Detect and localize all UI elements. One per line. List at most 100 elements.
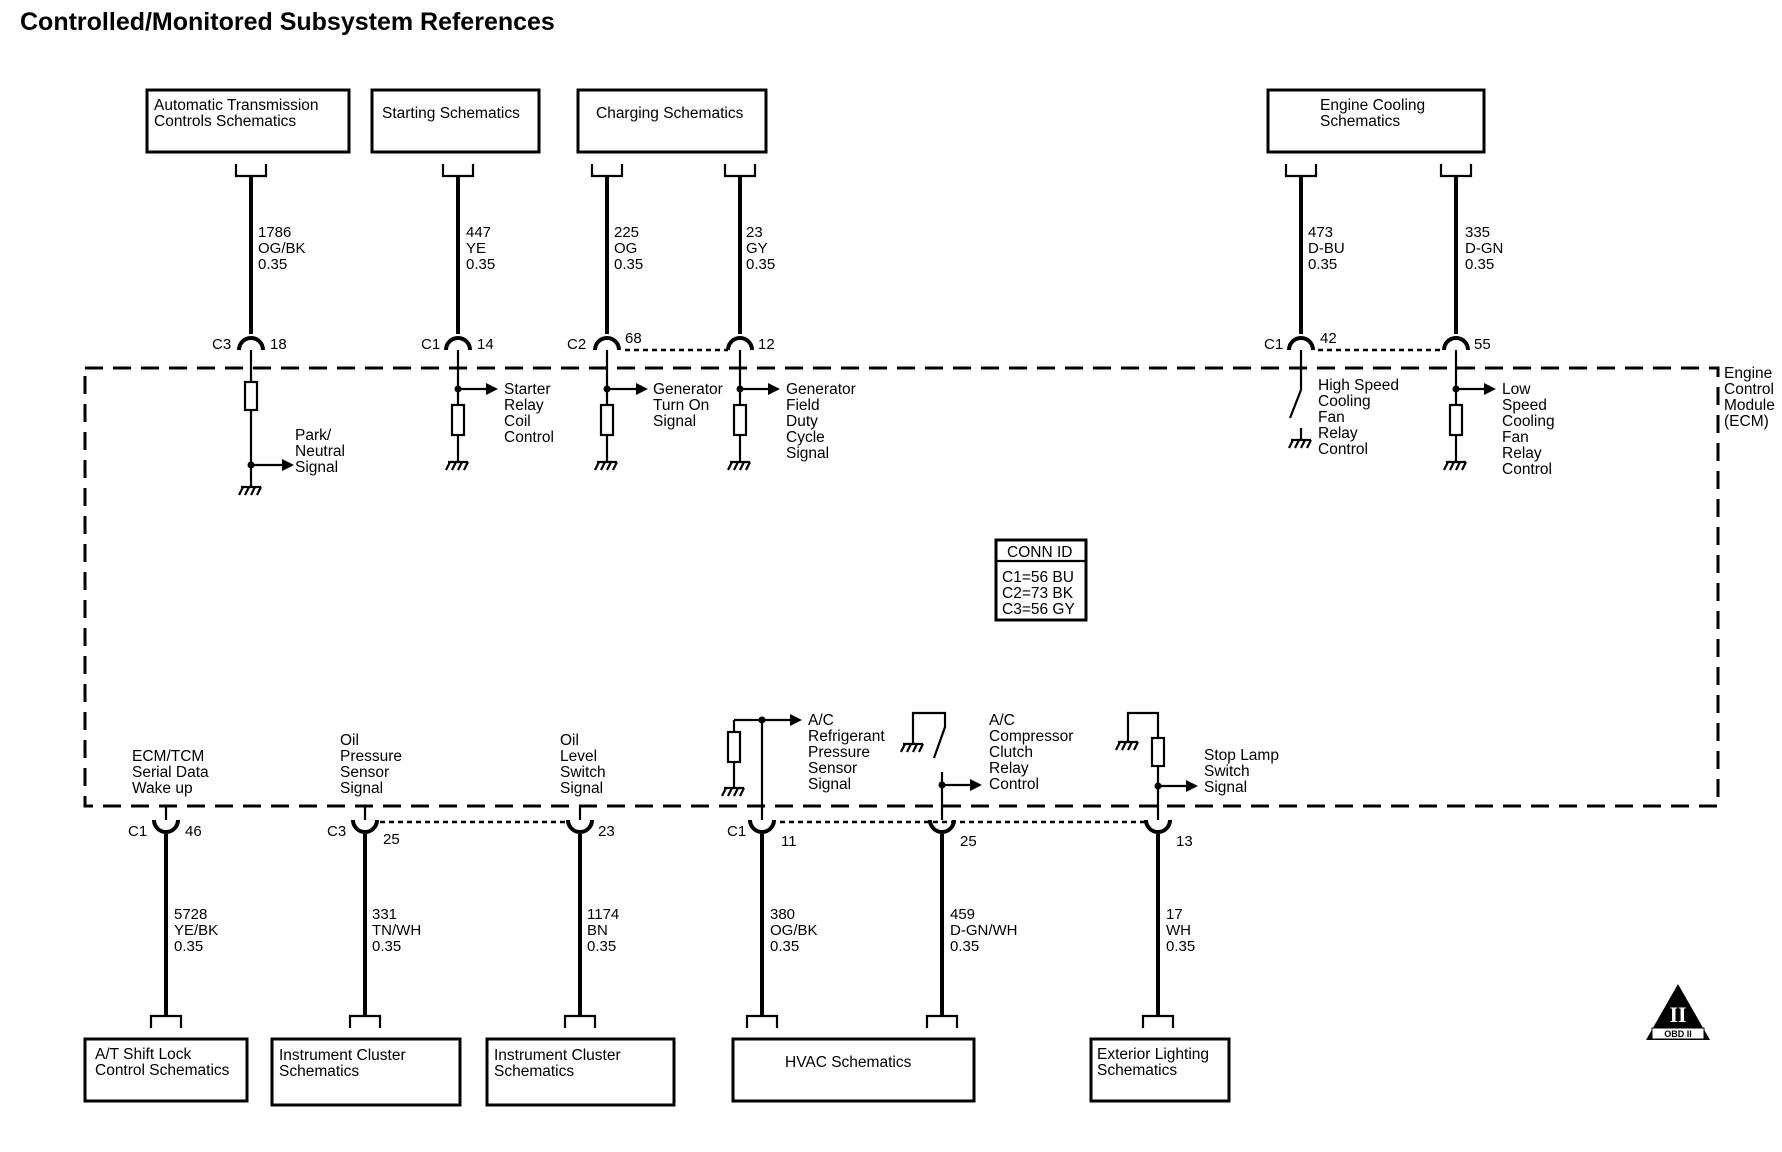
- signal-oil-level-1: Oil: [560, 732, 579, 749]
- signal-park-neutral-2: Neutral: [295, 443, 345, 460]
- circuit-447-color: YE: [466, 240, 486, 257]
- circuit-225-number: 225: [614, 224, 639, 241]
- pin-11: 11: [781, 833, 797, 850]
- bottom-box-shift-lock-line-1: A/T Shift Lock: [95, 1046, 191, 1063]
- bottom-box-ext-light-line-2: Schematics: [1097, 1062, 1177, 1079]
- circuit-1174-number: 1174: [587, 906, 619, 923]
- bottom-box-ic1-line-2: Schematics: [279, 1063, 359, 1080]
- circuit-473-color: D-BU: [1308, 240, 1345, 257]
- pin-55: 55: [1474, 336, 1491, 353]
- circuit-17: Stop Lamp Switch Signal 13 17 WH 0.35: [1115, 711, 1279, 1028]
- circuit-225: 225 OG 0.35 C2 68 Generator Turn On Sign…: [567, 164, 723, 471]
- pin-46: 46: [185, 823, 202, 840]
- top-box-auto-trans-line-1: Automatic Transmission: [154, 97, 319, 114]
- top-box-starting-line-1: Starting Schematics: [382, 105, 520, 122]
- circuit-1174: Oil Level Switch Signal 23 1174 BN 0.35: [560, 732, 619, 1028]
- pin-25-ac-clutch: 25: [960, 833, 977, 850]
- signal-gen-turn-on-1: Generator: [653, 381, 723, 398]
- signal-oil-pressure-2: Pressure: [340, 748, 402, 765]
- bottom-box-exterior-lighting[interactable]: Exterior Lighting Schematics: [1089, 1037, 1231, 1103]
- circuit-5728: ECM/TCM Serial Data Wake up C1 46 5728 Y…: [128, 748, 218, 1028]
- circuit-17-number: 17: [1166, 906, 1183, 923]
- signal-serial-data-2: Serial Data: [132, 764, 209, 781]
- pin-12: 12: [758, 336, 775, 353]
- bottom-box-ic2-line-2: Schematics: [494, 1063, 574, 1080]
- circuit-17-color: WH: [1166, 922, 1191, 939]
- circuit-1174-color: BN: [587, 922, 608, 939]
- ecm-label-line-2: Control: [1724, 381, 1774, 398]
- circuit-225-color: OG: [614, 240, 637, 257]
- bottom-box-shift-lock[interactable]: A/T Shift Lock Control Schematics: [83, 1037, 249, 1103]
- circuit-473: 473 D-BU 0.35 C1 42 High Speed Cooling F…: [1264, 164, 1399, 458]
- conn-id-header: CONN ID: [1007, 544, 1072, 561]
- circuit-335-color: D-GN: [1465, 240, 1503, 257]
- pin-42: 42: [1320, 330, 1337, 347]
- signal-ac-refrig-5: Signal: [808, 776, 851, 793]
- signal-starter-2: Relay: [504, 397, 544, 414]
- obd-ii-symbol: II: [1669, 1002, 1686, 1027]
- circuit-380-number: 380: [770, 906, 795, 923]
- circuit-225-gauge: 0.35: [614, 256, 643, 273]
- circuit-447-number: 447: [466, 224, 491, 241]
- signal-park-neutral-3: Signal: [295, 459, 338, 476]
- top-box-engine-cooling[interactable]: Engine Cooling Schematics: [1266, 88, 1486, 154]
- top-box-auto-trans[interactable]: Automatic Transmission Controls Schemati…: [145, 88, 351, 154]
- signal-stop-lamp-1: Stop Lamp: [1204, 747, 1279, 764]
- bottom-box-instrument-cluster-1[interactable]: Instrument Cluster Schematics: [270, 1037, 462, 1107]
- circuit-5728-gauge: 0.35: [174, 938, 203, 955]
- ecm-label-line-3: Module: [1724, 397, 1775, 414]
- signal-stop-lamp-2: Switch: [1204, 763, 1250, 780]
- circuit-1786-number: 1786: [258, 224, 291, 241]
- ecm-label-line-1: Engine: [1724, 365, 1772, 382]
- signal-ac-clutch-2: Compressor: [989, 728, 1073, 745]
- connector-c1-cooling: C1: [1264, 336, 1283, 353]
- connector-c1-top: C1: [421, 336, 440, 353]
- circuit-473-gauge: 0.35: [1308, 256, 1337, 273]
- top-box-charging[interactable]: Charging Schematics: [576, 88, 768, 154]
- ecm-label-line-4: (ECM): [1724, 413, 1769, 430]
- pin-68: 68: [625, 330, 642, 347]
- signal-low-speed-3: Cooling: [1502, 413, 1555, 430]
- circuit-5728-number: 5728: [174, 906, 207, 923]
- signal-low-speed-6: Control: [1502, 461, 1552, 478]
- signal-starter-1: Starter: [504, 381, 551, 398]
- signal-gen-turn-on-2: Turn On: [653, 397, 709, 414]
- signal-ac-clutch-3: Clutch: [989, 744, 1033, 761]
- obd-ii-label: OBD II: [1664, 1029, 1692, 1039]
- connector-c1-bottom-right: C1: [727, 823, 746, 840]
- circuit-473-number: 473: [1308, 224, 1333, 241]
- circuit-380-color: OG/BK: [770, 922, 818, 939]
- signal-gen-field-1: Generator: [786, 381, 856, 398]
- signal-ac-refrig-3: Pressure: [808, 744, 870, 761]
- circuit-23-number: 23: [746, 224, 763, 241]
- circuit-335: 335 D-GN 0.35 55 Low Speed Cooling Fan R…: [1439, 164, 1555, 478]
- signal-ac-clutch-5: Control: [989, 776, 1039, 793]
- circuit-1174-gauge: 0.35: [587, 938, 616, 955]
- circuit-23-gauge: 0.35: [746, 256, 775, 273]
- circuit-380: A/C Refrigerant Pressure Sensor Signal C…: [721, 712, 885, 1028]
- signal-oil-pressure-1: Oil: [340, 732, 359, 749]
- signal-high-speed-1: High Speed: [1318, 377, 1399, 394]
- circuit-447-gauge: 0.35: [466, 256, 495, 273]
- connector-c1-bottom-left: C1: [128, 823, 147, 840]
- bottom-box-instrument-cluster-2[interactable]: Instrument Cluster Schematics: [485, 1037, 676, 1107]
- conn-id-box: CONN ID C1=56 BU C2=73 BK C3=56 GY: [994, 538, 1088, 622]
- signal-low-speed-2: Speed: [1502, 397, 1547, 414]
- signal-ac-clutch-4: Relay: [989, 760, 1029, 777]
- top-box-auto-trans-line-2: Controls Schematics: [154, 113, 296, 130]
- signal-low-speed-4: Fan: [1502, 429, 1529, 446]
- bottom-box-ic2-line-1: Instrument Cluster: [494, 1047, 621, 1064]
- signal-ac-clutch-1: A/C: [989, 712, 1015, 729]
- top-box-starting[interactable]: Starting Schematics: [370, 88, 541, 154]
- signal-ac-refrig-1: A/C: [808, 712, 834, 729]
- connector-c2-top: C2: [567, 336, 586, 353]
- connector-c3-top: C3: [212, 336, 231, 353]
- circuit-23-color: GY: [746, 240, 768, 257]
- circuit-380-gauge: 0.35: [770, 938, 799, 955]
- signal-high-speed-4: Relay: [1318, 425, 1358, 442]
- connector-c3-bottom: C3: [327, 823, 346, 840]
- circuit-17-gauge: 0.35: [1166, 938, 1195, 955]
- circuit-335-number: 335: [1465, 224, 1490, 241]
- bottom-box-hvac[interactable]: HVAC Schematics: [731, 1037, 976, 1103]
- circuit-331-gauge: 0.35: [372, 938, 401, 955]
